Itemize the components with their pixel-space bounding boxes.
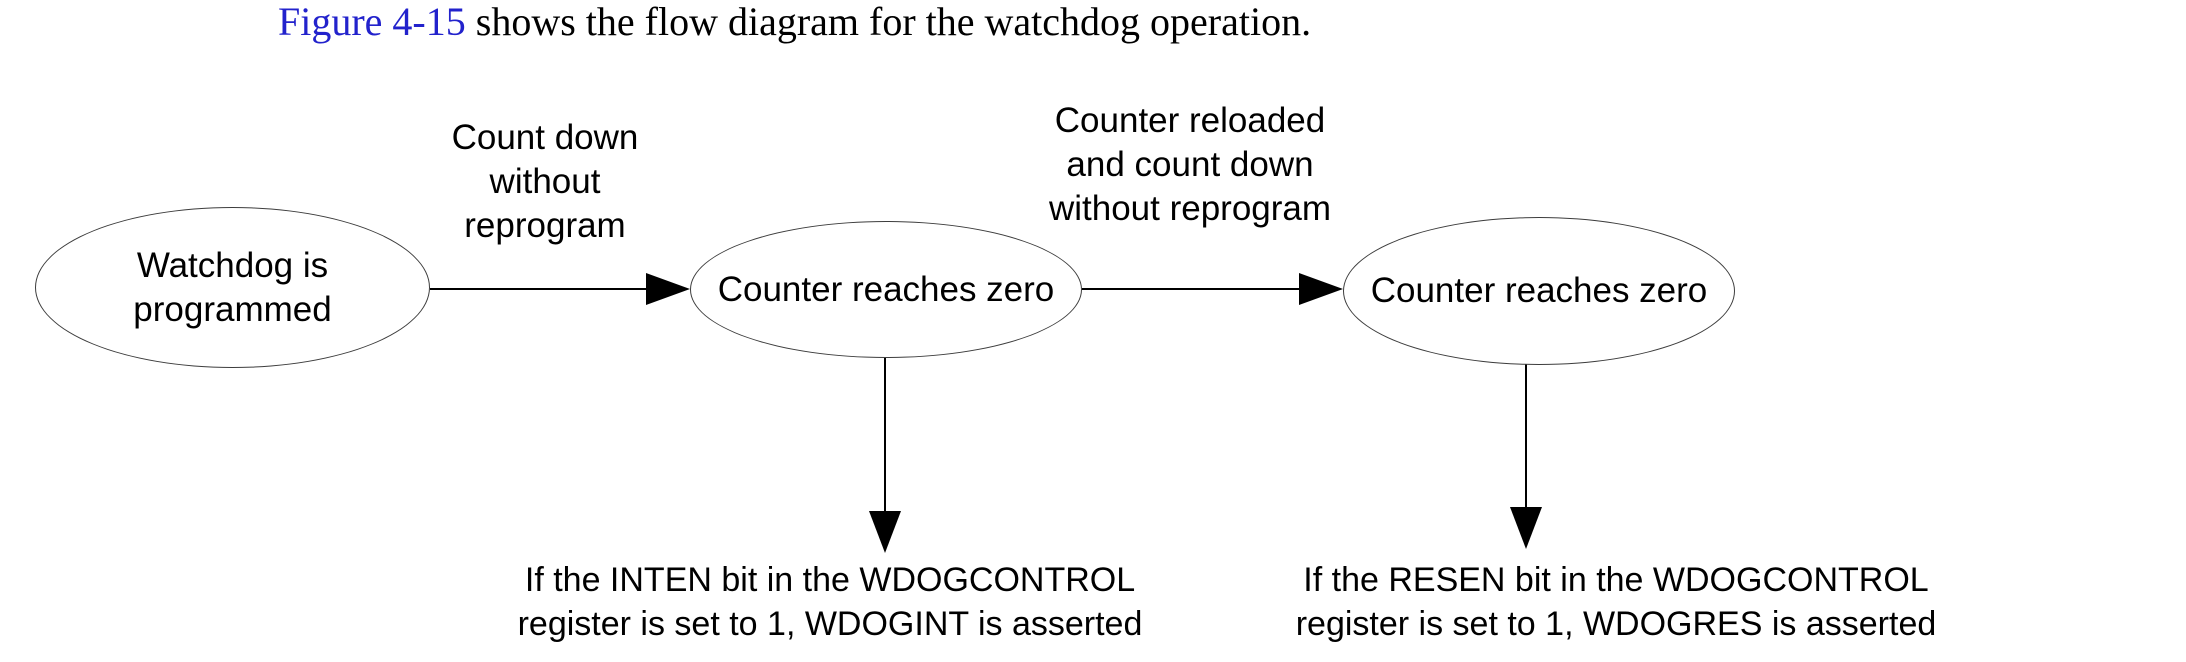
arrow-down-wdogint-icon <box>869 358 901 553</box>
label-line: without <box>489 162 601 201</box>
label-line: Count down <box>451 118 639 157</box>
arrow-count-down-icon <box>430 273 690 305</box>
edge-label-counter-reloaded: Counter reloaded and count down without … <box>1010 99 1370 231</box>
label-line: and count down <box>1066 145 1314 184</box>
label-line: reprogram <box>464 206 626 245</box>
node-watchdog-programmed-label: Watchdog is programmed <box>133 244 331 332</box>
note-line: If the INTEN bit in the WDOGCONTROL <box>524 561 1136 599</box>
intro-text-after-link: shows the flow diagram for the watchdog … <box>465 0 1312 44</box>
label-line: Watchdog is <box>136 245 329 285</box>
edge-label-count-down: Count down without reprogram <box>385 116 705 248</box>
intro-sentence: Figure 4-15 shows the flow diagram for t… <box>278 0 1311 46</box>
node-watchdog-programmed: Watchdog is programmed <box>35 207 430 368</box>
note-wdogres-assertion: If the RESEN bit in the WDOGCONTROL regi… <box>1236 558 1996 646</box>
node-counter-reaches-zero-1: Counter reaches zero <box>690 221 1082 358</box>
note-wdogint-assertion: If the INTEN bit in the WDOGCONTROL regi… <box>450 558 1210 646</box>
figure-reference-link[interactable]: Figure 4-15 <box>278 0 466 44</box>
note-line: If the RESEN bit in the WDOGCONTROL <box>1303 561 1929 599</box>
node-counter-reaches-zero-1-label: Counter reaches zero <box>717 269 1055 309</box>
node-counter-reaches-zero-2-label: Counter reaches zero <box>1370 271 1708 310</box>
arrow-counter-reloaded-icon <box>1082 273 1343 305</box>
note-line: register is set to 1, WDOGRES is asserte… <box>1295 605 1937 643</box>
node-counter-reaches-zero-2: Counter reaches zero <box>1343 217 1735 365</box>
label-line: Counter reloaded <box>1054 101 1326 140</box>
arrow-down-wdogres-icon <box>1510 364 1542 549</box>
label-line: without reprogram <box>1048 189 1332 228</box>
label-line: programmed <box>133 289 332 329</box>
note-line: register is set to 1, WDOGINT is asserte… <box>517 605 1143 643</box>
